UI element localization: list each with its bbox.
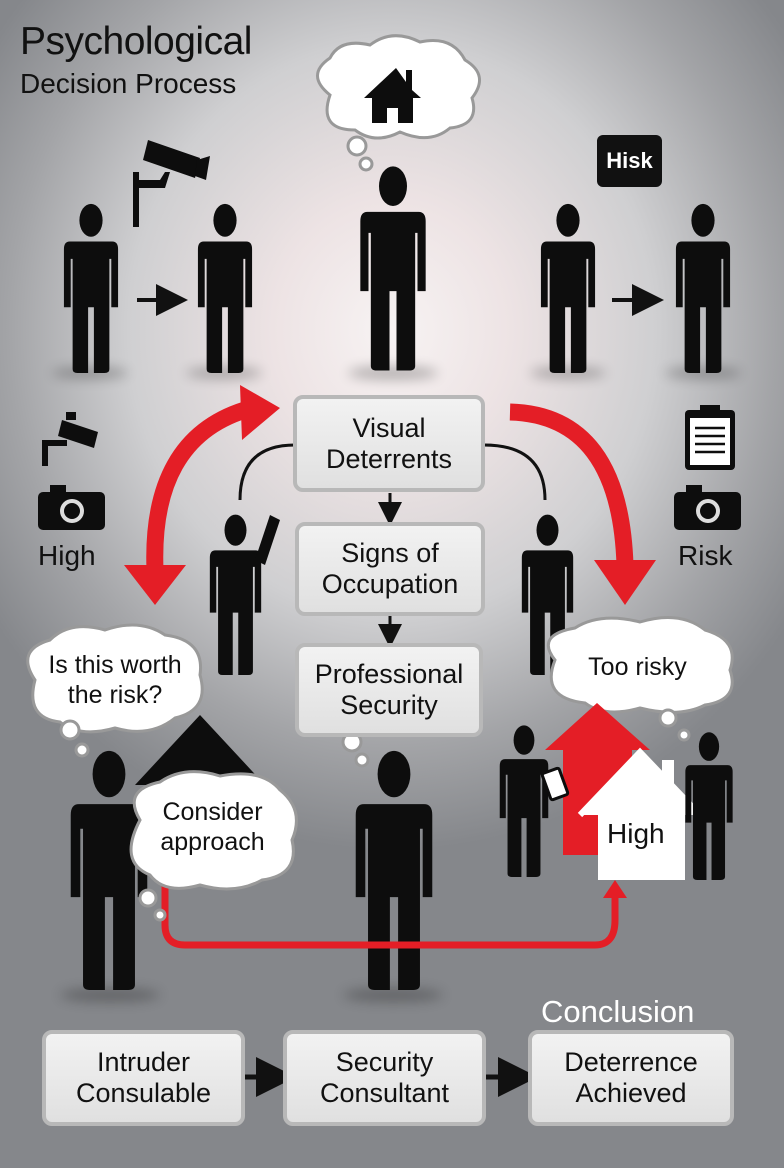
red-arrow-left bbox=[146, 401, 248, 571]
person-figure bbox=[197, 203, 253, 373]
connector-line bbox=[238, 443, 296, 501]
person-figure bbox=[540, 203, 596, 373]
red-arrow-right bbox=[509, 403, 634, 566]
person-figure bbox=[675, 203, 731, 373]
label-risk: Risk bbox=[678, 540, 733, 571]
thought-consider-text: Consider approach bbox=[160, 798, 265, 856]
thought-cloud-professional bbox=[341, 731, 370, 768]
box-signs-of-occupation: Signs of Occupation bbox=[295, 522, 485, 616]
cctv-camera-icon bbox=[133, 140, 210, 227]
camera-icon bbox=[674, 485, 741, 530]
person-figure-waving bbox=[209, 514, 262, 675]
cctv-camera-icon bbox=[42, 412, 98, 466]
house-icon bbox=[577, 747, 703, 880]
thought-worth-text: Is this worth the risk? bbox=[48, 651, 182, 709]
label-high: High bbox=[38, 540, 96, 571]
thought-cloud-worth bbox=[26, 623, 204, 758]
thought-too-risky-text: Too risky bbox=[588, 653, 687, 681]
house-label: High bbox=[607, 818, 665, 849]
clipboard-icon bbox=[685, 405, 735, 470]
person-figure bbox=[63, 203, 119, 373]
person-figure bbox=[355, 750, 433, 990]
camera-icon bbox=[38, 485, 105, 530]
clipboard-icon bbox=[540, 766, 570, 802]
box-visual-deterrents: Visual Deterrents bbox=[293, 395, 485, 492]
title-line1: Psychological bbox=[20, 20, 252, 63]
person-figure bbox=[70, 750, 148, 990]
red-connector bbox=[161, 860, 619, 949]
title-line2: Decision Process bbox=[20, 68, 237, 99]
person-figure-center bbox=[360, 166, 426, 371]
step-intruder: Intruder Consulable bbox=[42, 1030, 245, 1126]
person-figure-clipboard bbox=[499, 725, 549, 877]
step-security-consultant: Security Consultant bbox=[283, 1030, 486, 1126]
step-deterrence-achieved: Deterrence Achieved bbox=[528, 1030, 734, 1126]
risk-badge: Hisk bbox=[597, 135, 662, 187]
thought-cloud-consider bbox=[129, 770, 298, 922]
conclusion-heading: Conclusion bbox=[541, 994, 695, 1029]
connector-line bbox=[483, 443, 547, 501]
house-icon bbox=[364, 68, 421, 123]
thought-cloud-house bbox=[316, 34, 481, 172]
box-professional-security: Professional Security bbox=[295, 643, 483, 737]
